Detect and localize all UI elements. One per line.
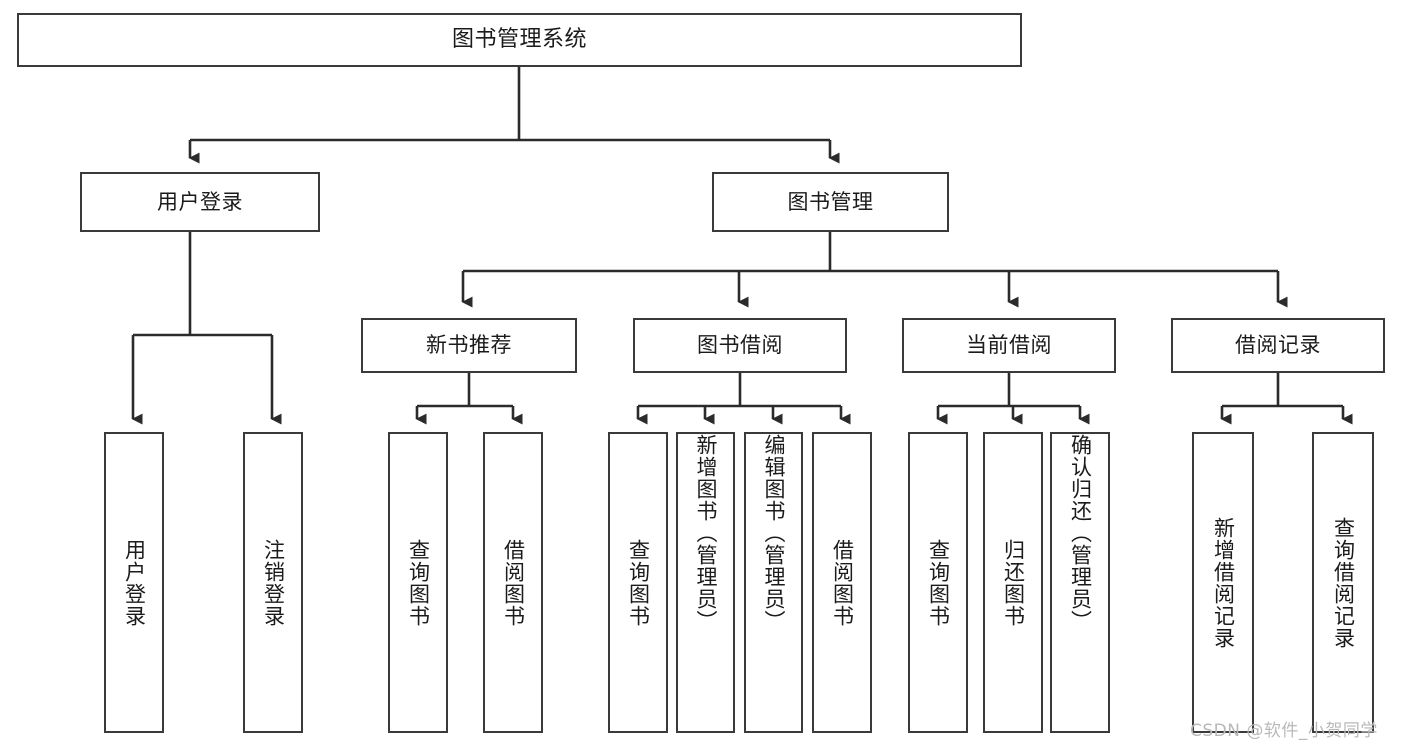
- leaf-current-borrow-query-book[interactable]: 查询图书: [908, 432, 968, 733]
- leaf-new-book-borrow-book[interactable]: 借阅图书: [483, 432, 543, 733]
- node-label: 借阅图书: [501, 538, 526, 627]
- node-root-system[interactable]: 图书管理系统: [17, 13, 1022, 67]
- leaf-book-borrow-borrow-book[interactable]: 借阅图书: [812, 432, 872, 733]
- node-label: 当前借阅: [966, 333, 1052, 358]
- leaf-new-book-query-book[interactable]: 查询图书: [388, 432, 448, 733]
- node-label: 查询图书: [406, 538, 431, 627]
- node-book-borrow[interactable]: 图书借阅: [633, 318, 847, 373]
- node-label: 图书管理系统: [451, 27, 587, 53]
- node-label: 查询借阅记录: [1331, 516, 1356, 649]
- node-label: 编辑图书（管理员）: [761, 434, 786, 632]
- node-label: 用户登录: [157, 189, 243, 214]
- node-user-login[interactable]: 用户登录: [80, 172, 320, 232]
- node-label: 借阅记录: [1235, 333, 1321, 358]
- leaf-book-borrow-query-book[interactable]: 查询图书: [608, 432, 668, 733]
- leaf-current-borrow-return-book[interactable]: 归还图书: [983, 432, 1043, 733]
- node-label: 图书借阅: [697, 333, 783, 358]
- node-label: 新增借阅记录: [1211, 516, 1236, 649]
- leaf-book-borrow-add-book-admin[interactable]: 新增图书（管理员）: [676, 432, 735, 733]
- leaf-borrow-record-add-record[interactable]: 新增借阅记录: [1192, 432, 1254, 733]
- leaf-book-borrow-edit-book-admin[interactable]: 编辑图书（管理员）: [744, 432, 803, 733]
- node-label: 用户登录: [122, 538, 147, 627]
- node-label: 借阅图书: [830, 538, 855, 627]
- node-label: 确认归还（管理员）: [1068, 434, 1093, 632]
- leaf-user-login-login[interactable]: 用户登录: [104, 432, 164, 733]
- node-label: 新书推荐: [426, 333, 512, 358]
- node-label: 注销登录: [261, 538, 286, 627]
- node-label: 归还图书: [1001, 538, 1026, 627]
- node-book-management[interactable]: 图书管理: [712, 172, 949, 232]
- node-label: 查询图书: [626, 538, 651, 627]
- node-borrow-record[interactable]: 借阅记录: [1171, 318, 1385, 373]
- leaf-current-borrow-confirm-return-admin[interactable]: 确认归还（管理员）: [1050, 432, 1110, 733]
- node-current-borrow[interactable]: 当前借阅: [902, 318, 1116, 373]
- leaf-user-login-logout[interactable]: 注销登录: [243, 432, 303, 733]
- csdn-watermark: CSDN @软件_小贺同学: [1190, 721, 1378, 741]
- node-label: 新增图书（管理员）: [693, 434, 718, 632]
- leaf-borrow-record-query-record[interactable]: 查询借阅记录: [1312, 432, 1374, 733]
- node-label: 图书管理: [787, 189, 874, 214]
- node-new-book-recommend[interactable]: 新书推荐: [361, 318, 577, 373]
- node-label: 查询图书: [926, 538, 951, 627]
